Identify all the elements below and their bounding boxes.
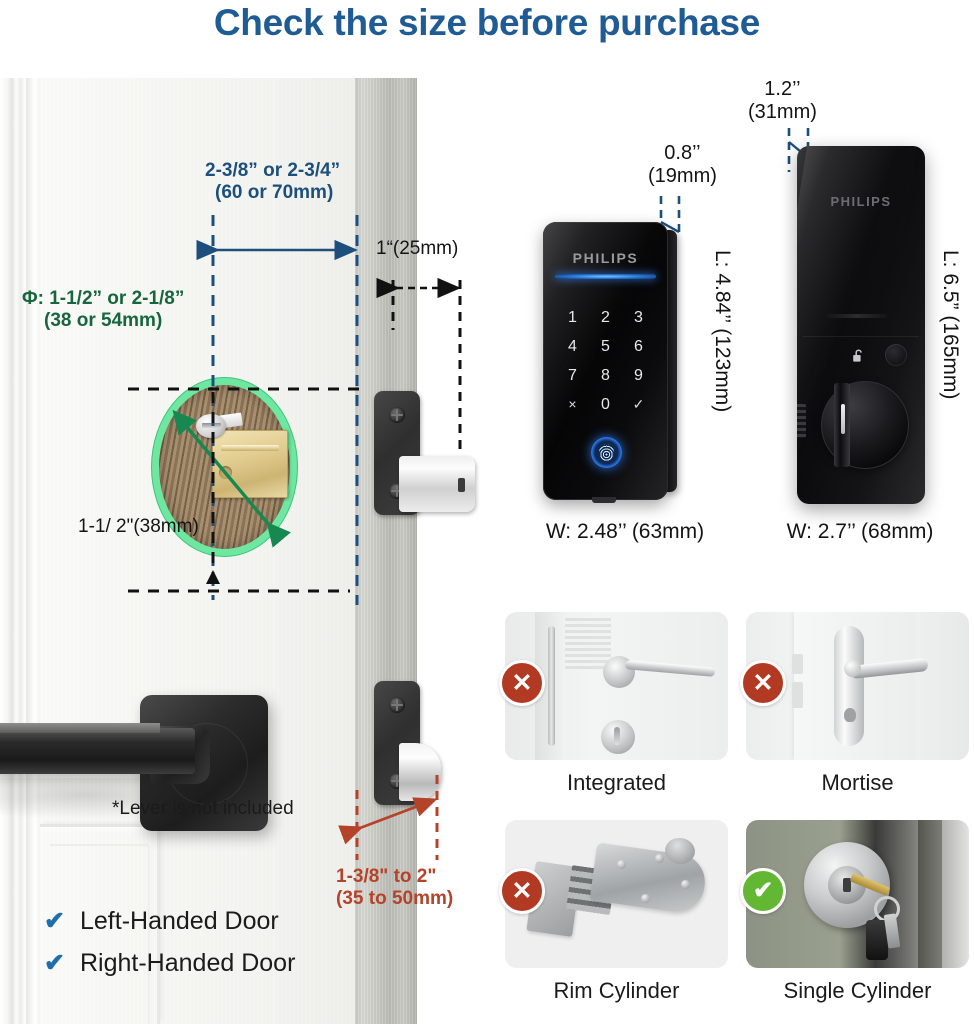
lever-not-included-note: *Lever is not included (112, 798, 294, 819)
keypad-key-1[interactable]: 1 (568, 309, 577, 326)
list-item: ✔ Left-Handed Door (44, 900, 295, 942)
compat-label-mortise: Mortise (821, 770, 894, 795)
latch-face-label: 1“(25mm) (376, 238, 459, 259)
keypad-key-0[interactable]: 0 (601, 396, 610, 413)
status-badge-no: ✕ (499, 868, 545, 914)
right-handed-label: Right-Handed Door (80, 948, 296, 977)
lever-top-bevel (0, 723, 160, 733)
front-length-label: L: 4.84’’ (123mm) (711, 250, 734, 413)
rear-width-label: W: 2.7’’ (68mm) (786, 520, 934, 543)
rear-function-button[interactable] (885, 344, 907, 366)
rear-battery-vent (797, 404, 806, 438)
front-depth-label: 0.8’’ (19mm) (648, 142, 717, 187)
compat-label-integrated: Integrated (566, 770, 667, 795)
keypad-key-8[interactable]: 8 (601, 367, 610, 384)
door-frame-molding (26, 78, 42, 1024)
philips-logo: PHILIPS (572, 250, 639, 266)
rear-panel-divider (803, 336, 919, 337)
keypad-key-cancel[interactable]: × (568, 396, 577, 412)
status-badge-no: ✕ (740, 660, 786, 706)
compat-label-rim-cylinder: Rim Cylinder (553, 978, 680, 1003)
page-title: Check the size before purchase (213, 2, 761, 43)
bore-diameter-label: Φ: 1-1/2” or 2-1/8” (38 or 54mm) (22, 288, 185, 332)
unlock-padlock-icon (853, 349, 862, 362)
check-icon: ✔ (44, 906, 65, 935)
keypad-key-2[interactable]: 2 (601, 309, 610, 326)
scene-background (417, 78, 490, 1024)
door-diagram-illustration (0, 78, 490, 1024)
front-unit-bottom-port (592, 497, 616, 503)
lever-shadow (0, 778, 240, 820)
keypad-key-confirm[interactable]: ✓ (632, 396, 645, 412)
rear-seam-line (827, 314, 887, 318)
door-face (40, 78, 355, 1024)
philips-logo-rear: PHILIPS (830, 194, 892, 209)
screw-icon (389, 407, 405, 423)
compat-label-single-cylinder: Single Cylinder (783, 978, 932, 1003)
cross-bore-hole (152, 378, 297, 556)
check-icon: ✔ (44, 948, 65, 977)
fingerprint-sensor-icon[interactable] (591, 437, 622, 468)
keypad-key-7[interactable]: 7 (568, 367, 577, 384)
latch-bolt (399, 743, 441, 801)
status-badge-no: ✕ (499, 660, 545, 706)
rear-length-label: L: 6.5” (165mm) (939, 250, 962, 400)
deadbolt-bolt (399, 456, 475, 512)
front-width-label: W: 2.48’’ (63mm) (545, 520, 705, 543)
list-item: ✔ Right-Handed Door (44, 942, 295, 984)
left-handed-label: Left-Handed Door (80, 906, 279, 935)
touch-keypad: 1 2 3 4 5 6 7 8 9 × 0 ✓ (556, 310, 655, 413)
bore-diameter-arrow (172, 409, 291, 548)
keypad-key-5[interactable]: 5 (601, 338, 610, 355)
compat-card-rim-cylinder: ✕ Rim Cylinder (499, 820, 728, 1012)
door-edge (355, 78, 417, 1024)
door-thickness-label: 1-3/8" to 2" (35 to 50mm) (336, 866, 454, 910)
backset-label: 2-3/8” or 2-3/4” (60 or 70mm) (205, 160, 341, 204)
keypad-key-6[interactable]: 6 (634, 338, 643, 355)
keypad-key-9[interactable]: 9 (634, 367, 643, 384)
compatibility-grid: ✕ Integrated ✕ Mortise ✕ (499, 612, 969, 1012)
compat-card-integrated: ✕ Integrated (499, 612, 728, 804)
compat-card-single-cylinder: ✔ Single Cylinder (740, 820, 969, 1012)
rear-depth-label: 1.2’’ (31mm) (748, 78, 817, 123)
keypad-key-4[interactable]: 4 (568, 338, 577, 355)
thumbturn-indicator-slot (841, 404, 845, 434)
led-indicator-bar (555, 274, 656, 279)
compat-card-mortise: ✕ Mortise (740, 612, 969, 804)
door-lever-handle (0, 728, 195, 774)
handed-door-list: ✔ Left-Handed Door ✔ Right-Handed Door (44, 900, 295, 984)
status-badge-yes: ✔ (740, 868, 786, 914)
rear-lock-unit: PHILIPS (797, 146, 925, 504)
front-lock-unit: PHILIPS 1 2 3 4 5 6 7 8 9 × 0 ✓ (543, 222, 668, 500)
screw-icon (389, 697, 405, 713)
single-cylinder-image (746, 820, 969, 968)
cross-bore-height-label: 1-1/ 2"(38mm) (78, 516, 199, 537)
keypad-key-3[interactable]: 3 (634, 309, 643, 326)
